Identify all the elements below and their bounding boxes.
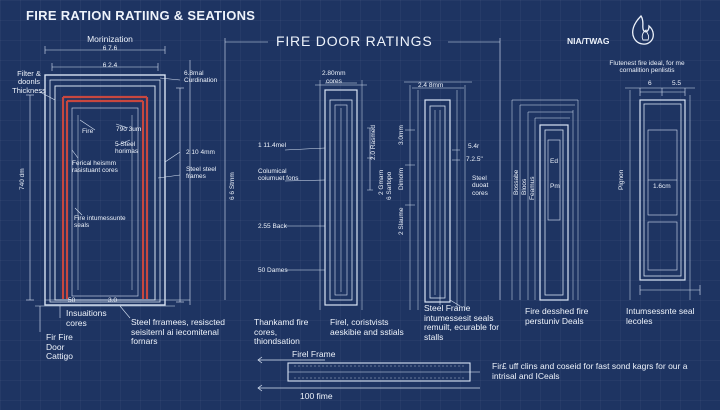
d2-side-dim-b: 2 Gmarn [378, 169, 385, 195]
top-dim-inner: 6 2.4 [102, 62, 118, 69]
d3-caption: Steel Frame intumessesit seals remuilt, … [424, 303, 500, 342]
height-dim: 2 10 4mm [186, 149, 215, 156]
top-dim-outer: 6 7.6 [102, 45, 118, 52]
steel-frames-label: Steel steel frames [186, 166, 217, 181]
flame-caption: Flutenest fire ideal, for me cornalition… [609, 60, 685, 75]
d2-top-dim: 2.80mm [322, 70, 346, 77]
d2-callout-1: 1 11.4mel [258, 142, 287, 149]
d3-top-dim: 2.4 8mm [418, 82, 444, 89]
center-title-rules [224, 38, 501, 300]
sheet-title: FIRE RATION RATIING & SEATIONS [26, 8, 256, 23]
brand-label: NIA/TWAG [567, 36, 610, 46]
d4-label-1: Ed [550, 158, 558, 165]
door-section-2 [284, 80, 373, 310]
d2-caption-b: Firel, coristvists aeskibie and sstials [330, 317, 404, 337]
frame-label: Firel Frame [292, 349, 336, 359]
d5-top-dim-2: 5.5 [672, 80, 682, 87]
d2-caption-a: Thankamd fire cores, thiondsation [254, 317, 309, 347]
ferical-label: Ferical heismm rasistuant cores [72, 160, 118, 175]
d3-right-dim-1: 5.4r [468, 143, 480, 150]
top-label: Morinization [87, 34, 133, 44]
corner-label: 6.8mal Curdination [184, 70, 218, 85]
d3-left-dim-2: Dimolm [398, 167, 405, 190]
bottom-dim-right: 3.0 [108, 297, 118, 304]
d4-caption: Fire desshed fire perstuniv Deals [525, 306, 589, 326]
length-label: 100 fime [300, 391, 333, 401]
bottom-dim-left: 50 [68, 297, 76, 304]
door-section-4 [511, 99, 579, 301]
d5-side-label: Pignon [618, 169, 625, 190]
bottom-note: Fir£ uff clins and coseid for fast sond … [492, 361, 688, 381]
d2-side-dim-c: 6 Sartopo [386, 171, 393, 200]
d3-left-dim-1: 3.0mm [398, 125, 405, 145]
d4-dim-3: Feamus [529, 176, 536, 200]
vertical-dim: 6 6 Stmm [229, 172, 236, 200]
fire-label: Fire [82, 128, 94, 135]
d2-callout-3: 2.55 Back [258, 223, 287, 230]
d4-label-2: Pm [550, 183, 560, 190]
d3-left-dim-3: 2 Slaume [398, 207, 405, 235]
d2-side-dim-a: 2.0 Rasmed [370, 124, 377, 160]
door-section-3 [404, 81, 472, 310]
d4-dim-2: Bloos [521, 178, 528, 195]
steel-hormas-label: 5 Steel horimas [115, 141, 139, 156]
left-door-dimensions [26, 46, 191, 332]
left-door-elevation [44, 74, 166, 306]
d2-top-dim-label: cores [326, 78, 342, 85]
door-category-label: Fir Fire Door Cattigo [46, 332, 73, 362]
d2-callout-2: Columical coiumuet fons [258, 168, 299, 183]
side-dim: 740 dm [19, 168, 26, 190]
d5-caption: Intumsessnte seal lecoles [626, 306, 695, 326]
d4-dim-1: Bossabe [513, 169, 520, 195]
steel-framess-label: Steel frramees, resiscted seisiternl ai … [131, 317, 226, 347]
d2-callout-4: 50 Dames [258, 267, 288, 274]
d3-right-dim-3: Steel duoat cores [472, 175, 489, 197]
d5-panel-label: 1.6cm [653, 183, 671, 190]
fire-seals-label: Fire intumessunte seals [74, 215, 126, 230]
flame-icon [632, 14, 654, 45]
d5-top-dim-1: 6 [648, 80, 652, 87]
bottom-frame-section [257, 356, 480, 392]
door-section-5 [625, 87, 701, 300]
insulation-label: Insuaitions cores [66, 308, 107, 328]
d3-right-dim-2: 7.2.5" [466, 156, 483, 163]
center-title: FIRE DOOR RATINGS [276, 33, 433, 49]
filter-label: Filter & doonls Thickness [12, 69, 46, 95]
seal-label: 79o 3um [116, 126, 142, 133]
